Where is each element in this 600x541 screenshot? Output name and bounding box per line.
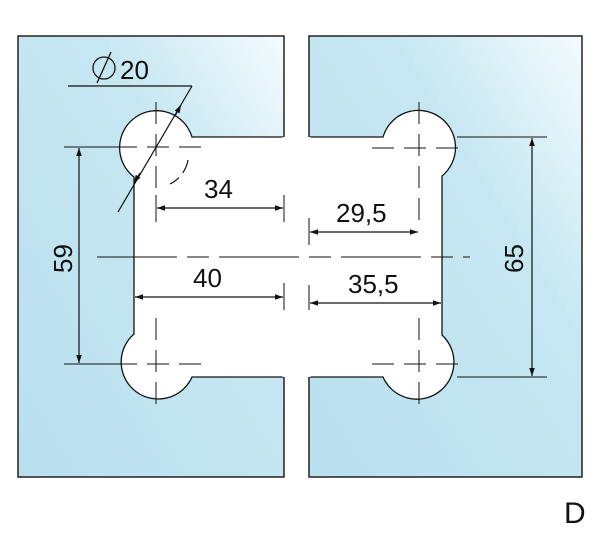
right-cutout — [309, 109, 457, 400]
dim-text-40: 40 — [193, 263, 222, 293]
dim-text-34: 34 — [204, 174, 233, 204]
variant-label: D — [564, 497, 586, 530]
dim-text-35-5: 35,5 — [348, 269, 399, 299]
diameter-value: 20 — [120, 55, 149, 85]
center-lines — [97, 102, 470, 410]
left-cutout — [118, 110, 284, 400]
dim-text-59: 59 — [48, 244, 78, 273]
dim-text-65: 65 — [499, 244, 529, 273]
dim-text-29-5: 29,5 — [336, 198, 387, 228]
diameter-label: 20 — [92, 51, 149, 85]
extension-lines — [64, 136, 547, 378]
